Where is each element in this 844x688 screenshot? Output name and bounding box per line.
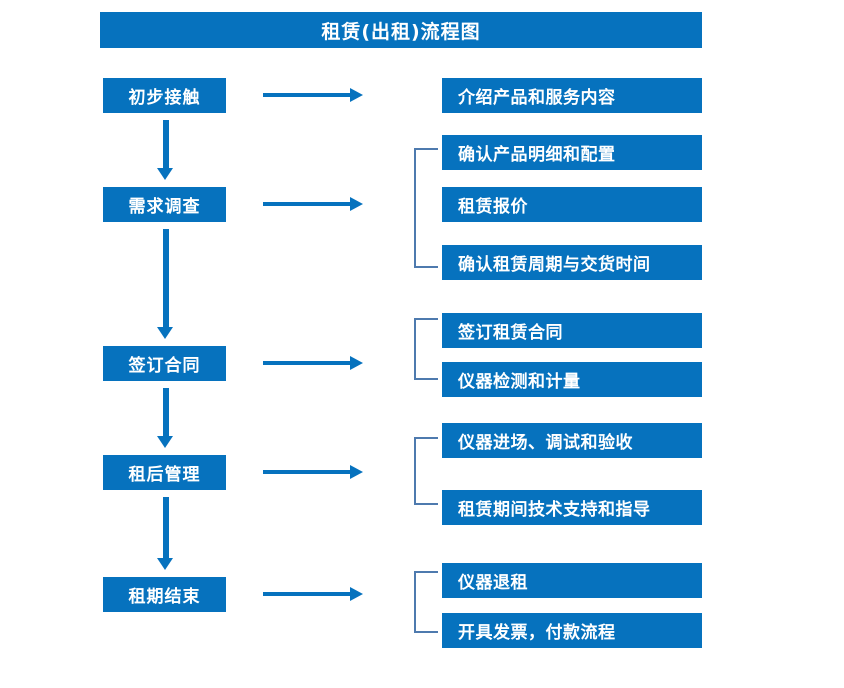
horizontal-arrow-4 (263, 465, 363, 479)
horizontal-arrow-5 (263, 587, 363, 601)
stage-box-2[interactable]: 需求调查 (103, 187, 226, 222)
stage-box-4[interactable]: 租后管理 (103, 455, 226, 490)
detail-box-3[interactable]: 租赁报价 (442, 187, 702, 222)
vertical-arrow-3 (157, 388, 173, 448)
vertical-arrow-1 (157, 120, 173, 180)
horizontal-arrow-2 (263, 197, 363, 211)
horizontal-arrow-3 (263, 356, 363, 370)
detail-box-2[interactable]: 确认产品明细和配置 (442, 135, 702, 170)
group-bracket-4 (414, 437, 438, 505)
horizontal-arrow-1 (263, 88, 363, 102)
detail-box-1[interactable]: 介绍产品和服务内容 (442, 78, 702, 113)
detail-box-10[interactable]: 开具发票，付款流程 (442, 613, 702, 648)
vertical-arrow-2 (157, 229, 173, 339)
vertical-arrow-4 (157, 497, 173, 570)
stage-box-5[interactable]: 租期结束 (103, 577, 226, 612)
group-bracket-5 (414, 571, 438, 633)
detail-box-9[interactable]: 仪器退租 (442, 563, 702, 598)
page-title: 租赁(出租)流程图 (100, 12, 702, 48)
group-bracket-3 (414, 318, 438, 380)
detail-box-7[interactable]: 仪器进场、调试和验收 (442, 423, 702, 458)
stage-box-1[interactable]: 初步接触 (103, 78, 226, 113)
detail-box-8[interactable]: 租赁期间技术支持和指导 (442, 490, 702, 525)
group-bracket-2 (414, 148, 438, 268)
detail-box-5[interactable]: 签订租赁合同 (442, 313, 702, 348)
detail-box-4[interactable]: 确认租赁周期与交货时间 (442, 245, 702, 280)
stage-box-3[interactable]: 签订合同 (103, 346, 226, 381)
detail-box-6[interactable]: 仪器检测和计量 (442, 362, 702, 397)
